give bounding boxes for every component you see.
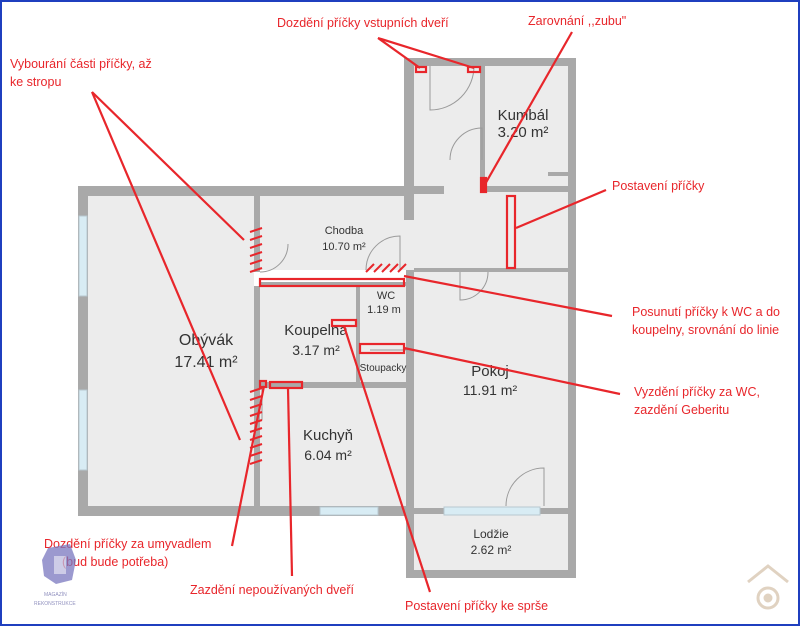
ann-zazdeni-dveri: Zazdění nepoužívaných dveří: [190, 583, 355, 597]
logo-icon: MAGAZÍN REKONSTRUKCE: [34, 544, 76, 607]
room-lodzie-name: Lodžie: [473, 527, 509, 541]
watermark-line1: MAGAZÍN: [44, 591, 67, 598]
window-icon: [443, 506, 541, 516]
ann-umyvadlo-1: Dozdění příčky za umyvadlem: [44, 537, 211, 551]
door-swing-icon: [459, 271, 489, 301]
room-kumbal-area: 3.20 m²: [498, 124, 549, 141]
room-chodba-area: 10.70 m²: [322, 241, 366, 253]
ann-posunuti-1: Posunutí příčky k WC a do: [632, 305, 780, 319]
windows: [78, 215, 541, 516]
room-lodzie-area: 2.62 m²: [471, 543, 512, 557]
window-icon: [78, 389, 88, 471]
ann-zarovnani: Zarovnání ,,zubu": [528, 14, 626, 28]
door-swing-icon: [259, 243, 289, 273]
annotation-texts: Vybourání části příčky, až ke stropu Doz…: [10, 14, 780, 613]
room-chodba-name: Chodba: [325, 225, 364, 237]
leader-lines: [90, 31, 621, 593]
room-wc-name: WC: [377, 290, 395, 302]
window-icon: [78, 215, 88, 297]
room-kuchyn-area: 6.04 m²: [304, 447, 352, 463]
ann-vyzdeni-2: zazdění Geberitu: [634, 403, 729, 417]
door-swing-icon: [449, 127, 483, 161]
red-markups: [258, 65, 517, 390]
door-swing-icon: [365, 235, 401, 271]
ann-vybourani-1: Vybourání části příčky, až: [10, 57, 152, 71]
room-stoupacky-name: Stoupacky: [360, 363, 407, 374]
room-wc-area: 1.19 m: [367, 304, 401, 316]
ann-dozdeni-vstup: Dozdění příčky vstupních dveří: [277, 16, 449, 30]
ann-posunuti-2: koupelny, srovnání do linie: [632, 323, 779, 337]
floor-areas: [88, 66, 568, 570]
ann-sprse: Postavení příčky ke sprše: [405, 599, 548, 613]
ann-umyvadlo-2: (bud bude potřeba): [62, 555, 168, 569]
markup-entrance-left: [414, 65, 428, 74]
door-swing-icon: [505, 467, 545, 507]
watermark-line2: REKONSTRUKCE: [34, 601, 76, 607]
window-icon: [319, 506, 379, 516]
room-labels: Obývák 17.41 m² Chodba 10.70 m² Kumbál 3…: [174, 107, 548, 557]
room-koupelna-name: Koupelna: [284, 322, 348, 339]
room-kumbal-name: Kumbál: [498, 107, 549, 124]
room-pokoj-area: 11.91 m²: [463, 382, 518, 398]
markup-posunuti: [258, 277, 406, 288]
house-gear-icon: [747, 564, 789, 610]
room-kuchyn-name: Kuchyň: [303, 427, 353, 444]
room-obyvak-name: Obývák: [179, 332, 234, 349]
ann-vyzdeni-1: Vyzdění příčky za WC,: [634, 385, 760, 399]
markup-zazdeni-dveri: [268, 380, 304, 390]
ann-vybourani-2: ke stropu: [10, 75, 61, 89]
room-koupelna-area: 3.17 m²: [292, 342, 340, 358]
ann-postaveni: Postavení příčky: [612, 179, 705, 193]
markup-postaveni: [505, 194, 517, 270]
door-swing-icon: [429, 65, 475, 111]
